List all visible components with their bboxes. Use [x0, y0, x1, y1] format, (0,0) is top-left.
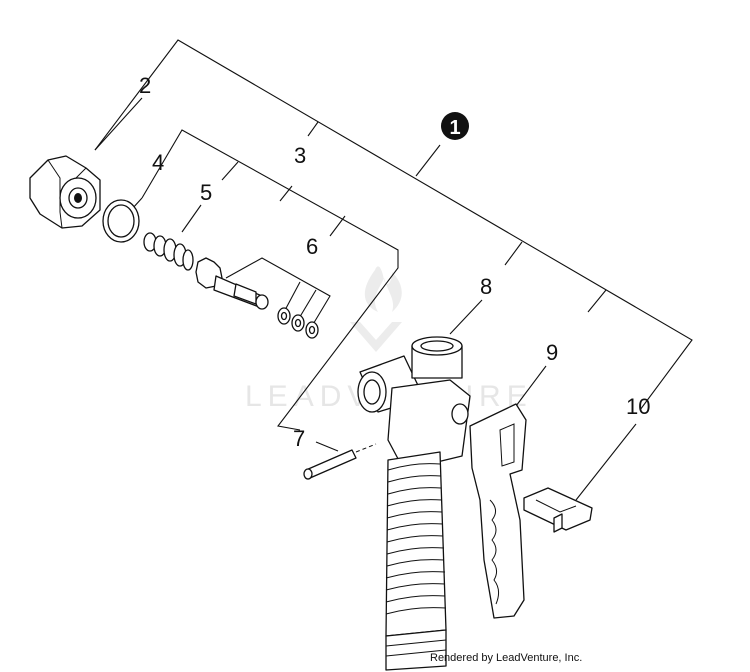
render-credit: Rendered by LeadVenture, Inc. [430, 652, 583, 664]
part-7-pin [303, 443, 377, 480]
callout-3: 3 [294, 143, 306, 168]
part-2-hex-nut [29, 155, 101, 229]
callout-1: 1 [441, 112, 469, 140]
valve-stem [195, 257, 269, 310]
part-9-trigger [469, 403, 527, 619]
callout-9: 9 [546, 340, 558, 365]
callout-5: 5 [200, 180, 212, 205]
callout-6: 6 [306, 234, 318, 259]
part-6-o-rings [277, 307, 319, 339]
leader-lines [94, 39, 693, 501]
callout-1-text: 1 [449, 117, 460, 139]
callout-10: 10 [626, 394, 650, 419]
callout-8: 8 [480, 274, 492, 299]
callout-7: 7 [293, 426, 305, 451]
callout-4: 4 [152, 150, 164, 175]
part-10-clip [523, 487, 593, 533]
callout-2: 2 [139, 73, 151, 98]
part-4-o-ring [102, 199, 140, 243]
part-8-handle-body [357, 336, 471, 671]
part-5-spring [143, 232, 194, 271]
